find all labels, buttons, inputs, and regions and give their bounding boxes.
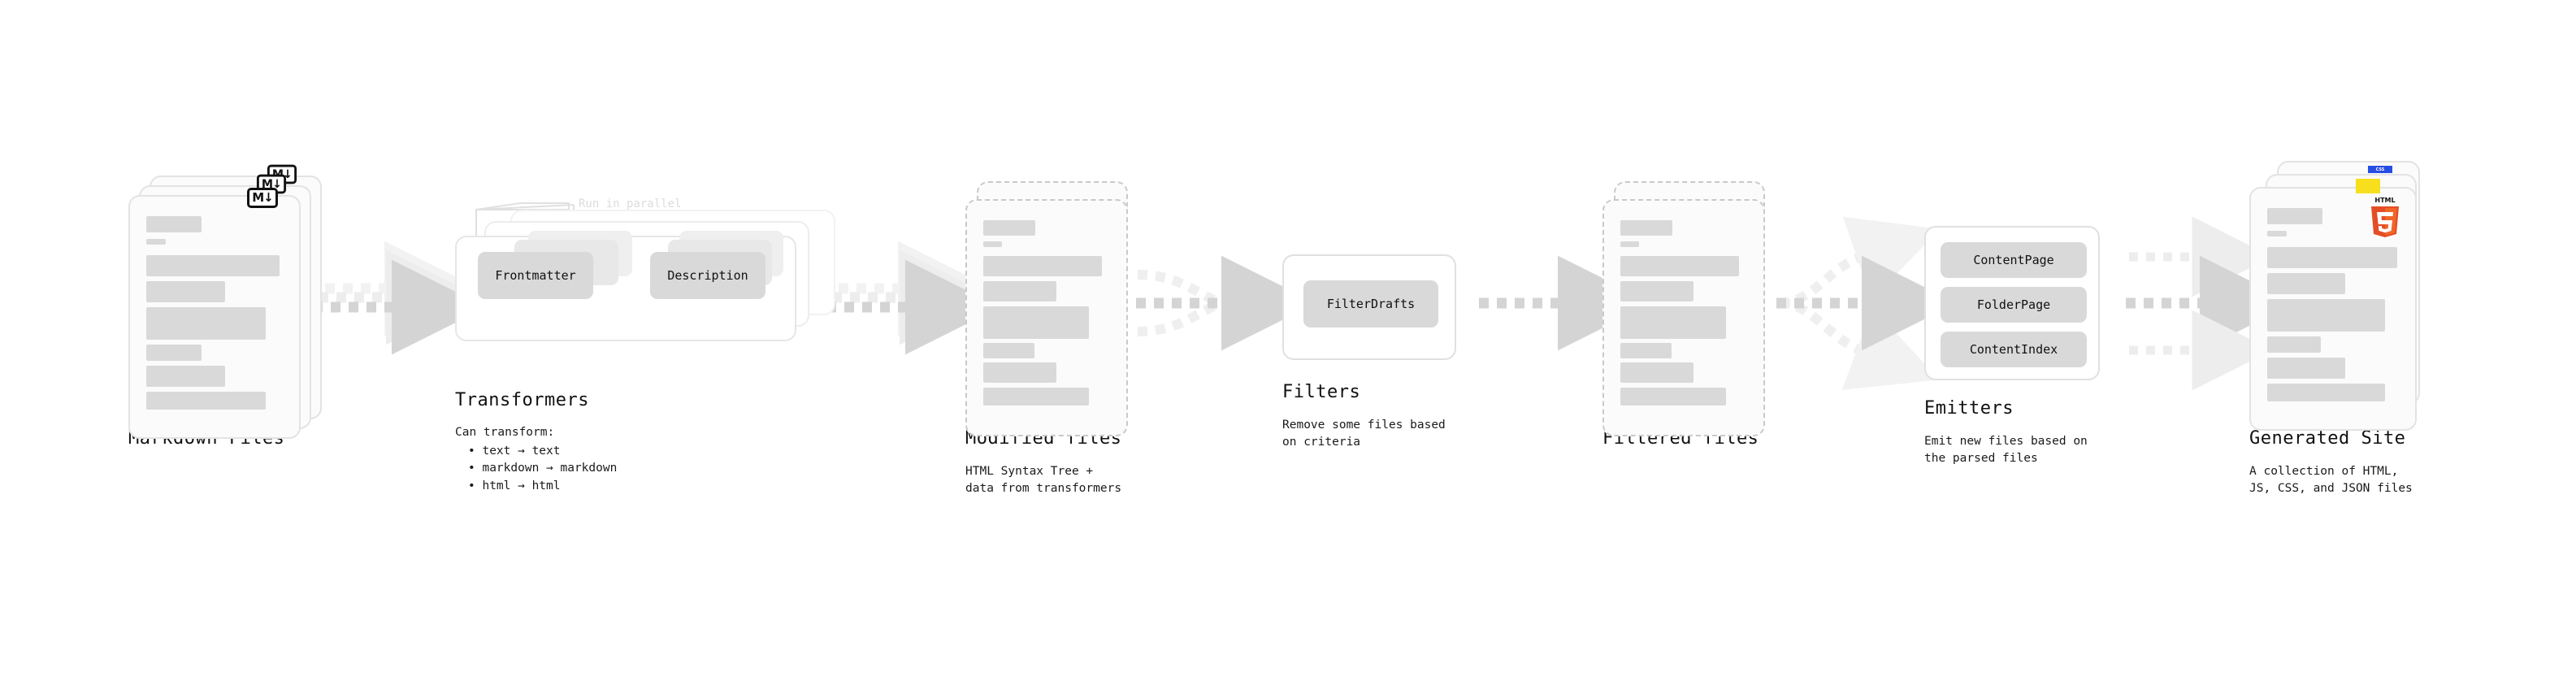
skeleton-bar [1620,241,1639,247]
skeleton-bar [983,388,1089,406]
skeleton-bar [983,362,1056,383]
markdown-icon: M↓ [247,188,278,208]
skeleton-bar [2267,384,2385,401]
emitters-box: ContentPage FolderPage ContentIndex [1924,226,2100,380]
stage-label-filters: Filters [1282,382,1361,402]
skeleton-bar [983,343,1034,358]
skeleton-bar [2267,231,2287,236]
chip-description[interactable]: Description [650,252,765,299]
transformers-subtitle-heading: Can transform: [455,426,555,439]
css-icon: CSS [2368,166,2392,173]
annotation-run-in-parallel: Run in parallel [579,197,682,210]
skeleton-bar [1620,343,1672,358]
skeleton-bar [2267,247,2397,268]
skeleton-bar [1620,388,1726,406]
stage-label-emitters: Emitters [1924,398,2014,419]
filtered-sheet-front [1602,199,1765,436]
skeleton-bar [1620,256,1739,276]
skeleton-bar [983,241,1002,247]
chip-contentindex[interactable]: ContentIndex [1941,332,2087,367]
skeleton-bar [146,392,266,410]
html5-icon: HTML [2366,195,2404,239]
bullet-markdown-to-markdown: • markdown → markdown [468,462,618,475]
transformers-bullet-list: • text → text • markdown → markdown • ht… [468,443,617,495]
skeleton-bar [146,239,166,245]
chip-contentpage[interactable]: ContentPage [1941,242,2087,278]
stage-transformers: Frontmatter Description [455,210,837,356]
skeleton-bar [983,220,1035,236]
modified-files-subtitle: HTML Syntax Tree + data from transformer… [965,465,1122,496]
skeleton-bar [2267,208,2322,224]
skeleton-bar [146,255,280,276]
skeleton-bar [146,307,266,340]
skeleton-bar [983,256,1102,276]
connector-modified-to-filters [1136,255,1316,351]
chip-folderpage[interactable]: FolderPage [1941,287,2087,323]
skeleton-bar [2267,299,2385,332]
skeleton-bar [2267,358,2345,379]
skeleton-bar [2267,336,2321,353]
connector-md-to-transformers [313,241,487,355]
svg-text:HTML: HTML [2374,197,2395,204]
modified-sheet-front [965,199,1128,436]
skeleton-bar [146,281,225,302]
skeleton-bar [1620,281,1693,301]
connector-filtered-to-emitters [1776,216,1957,390]
skeleton-bar [1620,306,1726,339]
bullet-text-to-text: • text → text [468,445,561,458]
emitters-subtitle: Emit new files based on the parsed files [1924,435,2088,466]
filters-subtitle: Remove some files based on criteria [1282,419,1446,449]
markdown-sheet-front [128,195,301,439]
skeleton-bar [146,366,225,387]
chip-filterdrafts[interactable]: FilterDrafts [1303,280,1438,327]
stage-label-transformers: Transformers [455,390,589,410]
skeleton-bar [2267,273,2345,294]
connector-emitters-to-site [2126,216,2295,391]
skeleton-bar [983,306,1089,339]
stage-label-generated-site: Generated Site [2249,428,2406,449]
skeleton-bar [1620,220,1672,236]
chip-frontmatter[interactable]: Frontmatter [478,252,593,299]
skeleton-bar [146,216,202,232]
bullet-html-to-html: • html → html [468,479,561,492]
skeleton-bar [1620,362,1693,383]
js-icon [2356,179,2380,193]
generated-site-subtitle: A collection of HTML, JS, CSS, and JSON … [2249,465,2413,496]
skeleton-bar [983,281,1056,301]
skeleton-bar [146,345,202,361]
filters-box: FilterDrafts [1282,254,1456,360]
connector-transformers-to-modified [826,241,1000,355]
